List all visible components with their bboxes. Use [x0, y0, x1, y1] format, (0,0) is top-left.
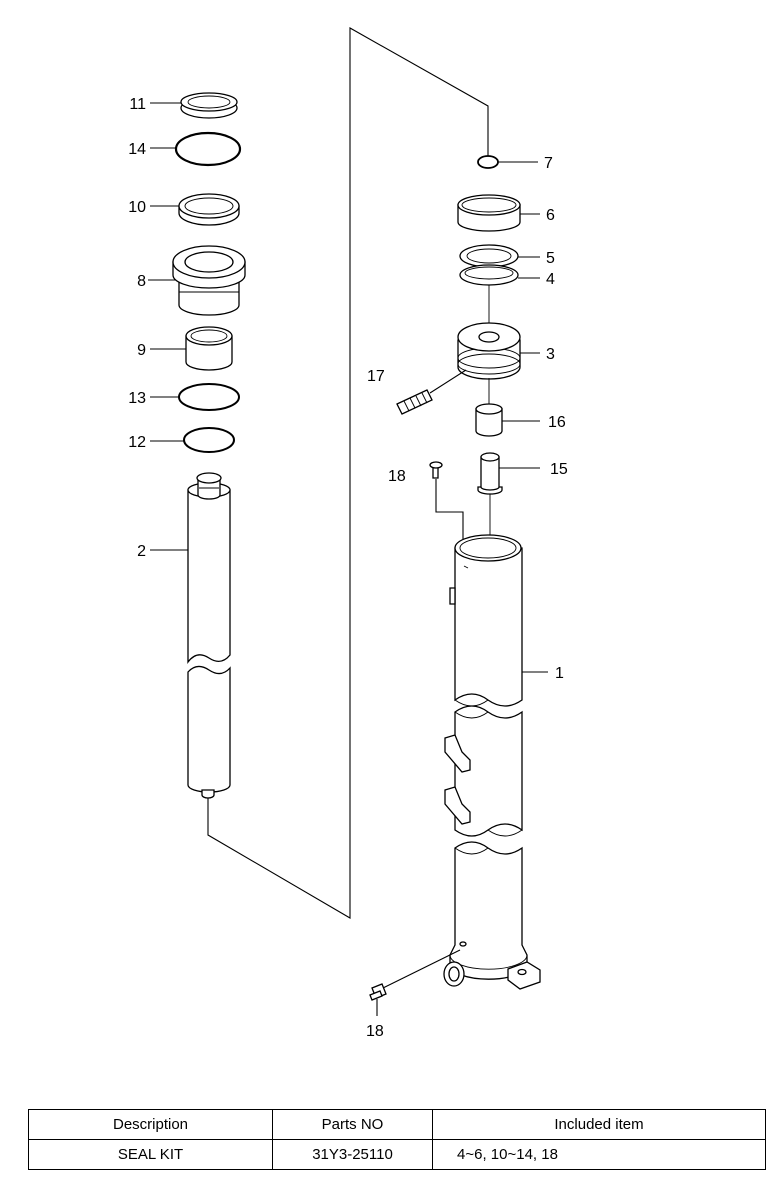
callout-11: 11 [129, 96, 146, 113]
callout-13: 13 [128, 390, 146, 407]
callout-2: 2 [137, 543, 146, 560]
header-included-item: Included item [432, 1109, 766, 1140]
part-3-piston [457, 322, 521, 380]
callout-8: 8 [137, 273, 146, 290]
header-parts-no: Parts NO [272, 1109, 433, 1140]
header-description: Description [28, 1109, 273, 1140]
callout-6: 6 [546, 207, 555, 224]
callout-10: 10 [128, 199, 146, 216]
leader-lines [148, 102, 548, 673]
callout-4: 4 [546, 271, 555, 288]
part-18-grease-nipple-top [429, 461, 464, 555]
part-12-o-ring [183, 427, 235, 453]
callout-15: 15 [550, 461, 568, 478]
part-6-wear-ring [457, 194, 521, 232]
callout-12: 12 [128, 434, 146, 451]
part-15-cushion-ring [477, 452, 503, 540]
connector-line [207, 27, 489, 919]
part-4-backup-ring [459, 264, 519, 286]
part-7-o-ring [477, 155, 499, 169]
callout-17: 17 [367, 368, 385, 385]
table-header-row: Description Parts NO Included item [28, 1109, 766, 1140]
table-row: SEAL KIT 31Y3-25110 4~6, 10~14, 18 [28, 1139, 766, 1170]
cell-description: SEAL KIT [28, 1139, 273, 1170]
part-5-piston-seal [459, 244, 519, 268]
part-17-set-screw [396, 369, 467, 415]
part-9-bushing [185, 326, 233, 371]
part-18-grease-nipple-bottom [369, 949, 461, 1016]
callout-18-bottom: 18 [366, 1023, 384, 1040]
part-11-wiper-ring [180, 92, 238, 119]
part-1-cylinder-tube [443, 534, 541, 990]
part-10-backup-ring [178, 193, 240, 226]
callout-3: 3 [546, 346, 555, 363]
exploded-parts-diagram: 11 14 10 8 9 13 12 2 7 6 5 4 3 17 16 18 … [128, 27, 568, 1040]
part-14-o-ring [174, 131, 242, 167]
callout-7: 7 [544, 155, 553, 172]
part-2-piston-rod [187, 472, 231, 799]
part-16-bushing [475, 403, 503, 437]
callout-18-top: 18 [388, 468, 406, 485]
cell-included-item: 4~6, 10~14, 18 [432, 1139, 766, 1170]
callout-9: 9 [137, 342, 146, 359]
cell-parts-no: 31Y3-25110 [272, 1139, 433, 1170]
callout-5: 5 [546, 250, 555, 267]
callout-1: 1 [555, 665, 564, 682]
seal-kit-table: Description Parts NO Included item SEAL … [28, 1109, 766, 1170]
callout-14: 14 [128, 141, 146, 158]
callout-16: 16 [548, 414, 566, 431]
part-8-rod-cover [172, 245, 246, 316]
part-13-seal-ring [178, 383, 240, 411]
